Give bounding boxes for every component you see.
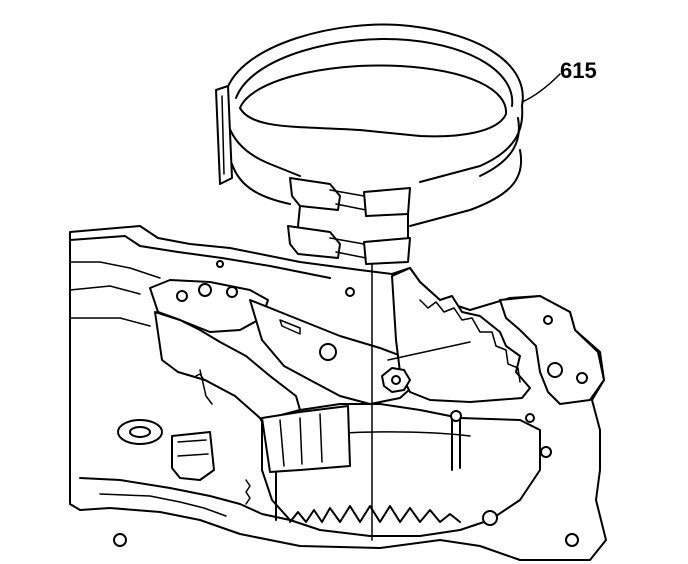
bolt [381, 367, 411, 393]
band-anchor-end [363, 237, 411, 265]
bolt-hole [565, 533, 579, 547]
case-left-rib [69, 261, 161, 279]
case-right-housing [391, 267, 531, 403]
brake-band [215, 23, 524, 265]
callout-615: 615 [521, 58, 597, 103]
drum-splines [289, 505, 461, 523]
bolt-hole [543, 315, 553, 325]
case-wall-detail [195, 373, 205, 381]
valve-bracket [171, 431, 215, 481]
bolt-hole [540, 446, 552, 458]
band-top-inner [235, 38, 514, 107]
bolt-hole [547, 362, 563, 378]
case-slot [279, 319, 301, 335]
case-bottom-rail [79, 477, 291, 521]
band-lower-wrap [231, 163, 291, 205]
bolt-hole [319, 343, 337, 361]
detent-spring [245, 479, 251, 505]
band-edge-2 [419, 105, 524, 183]
bolt-hole [113, 533, 127, 547]
case-left-rib-3 [69, 317, 151, 327]
case-wall-detail [199, 369, 213, 405]
callout-leader [521, 73, 561, 103]
housing-divider [387, 341, 471, 361]
band-opening [239, 64, 508, 138]
band-apply-end [363, 187, 411, 217]
bolt-hole [226, 286, 238, 298]
band-lower-wrap-3 [479, 117, 520, 177]
seal-ring [117, 419, 163, 445]
bolt-hole [525, 413, 535, 423]
bolt-hole [176, 290, 188, 302]
band-edge-1 [224, 91, 301, 177]
housing-teeth [419, 299, 521, 383]
anchor-pin [451, 419, 461, 471]
bolt-hole [345, 287, 355, 297]
band-left-lug [215, 85, 233, 185]
anchor-pin-head [450, 410, 462, 422]
servo-cylinder [261, 405, 351, 473]
bolt-hole [576, 372, 588, 384]
bolt-hole [198, 283, 212, 297]
case-left-flange [69, 235, 331, 279]
band-apply-bracket [289, 177, 341, 211]
bolt-hole [216, 260, 224, 268]
case-left-rib-2 [69, 285, 141, 295]
band-anchor-bracket [287, 225, 341, 259]
callout-label: 615 [560, 58, 597, 83]
bolt-hole [482, 510, 498, 526]
transmission-case [69, 225, 607, 561]
band-top-outer [225, 23, 524, 107]
band-lower-wrap-2 [409, 149, 523, 227]
